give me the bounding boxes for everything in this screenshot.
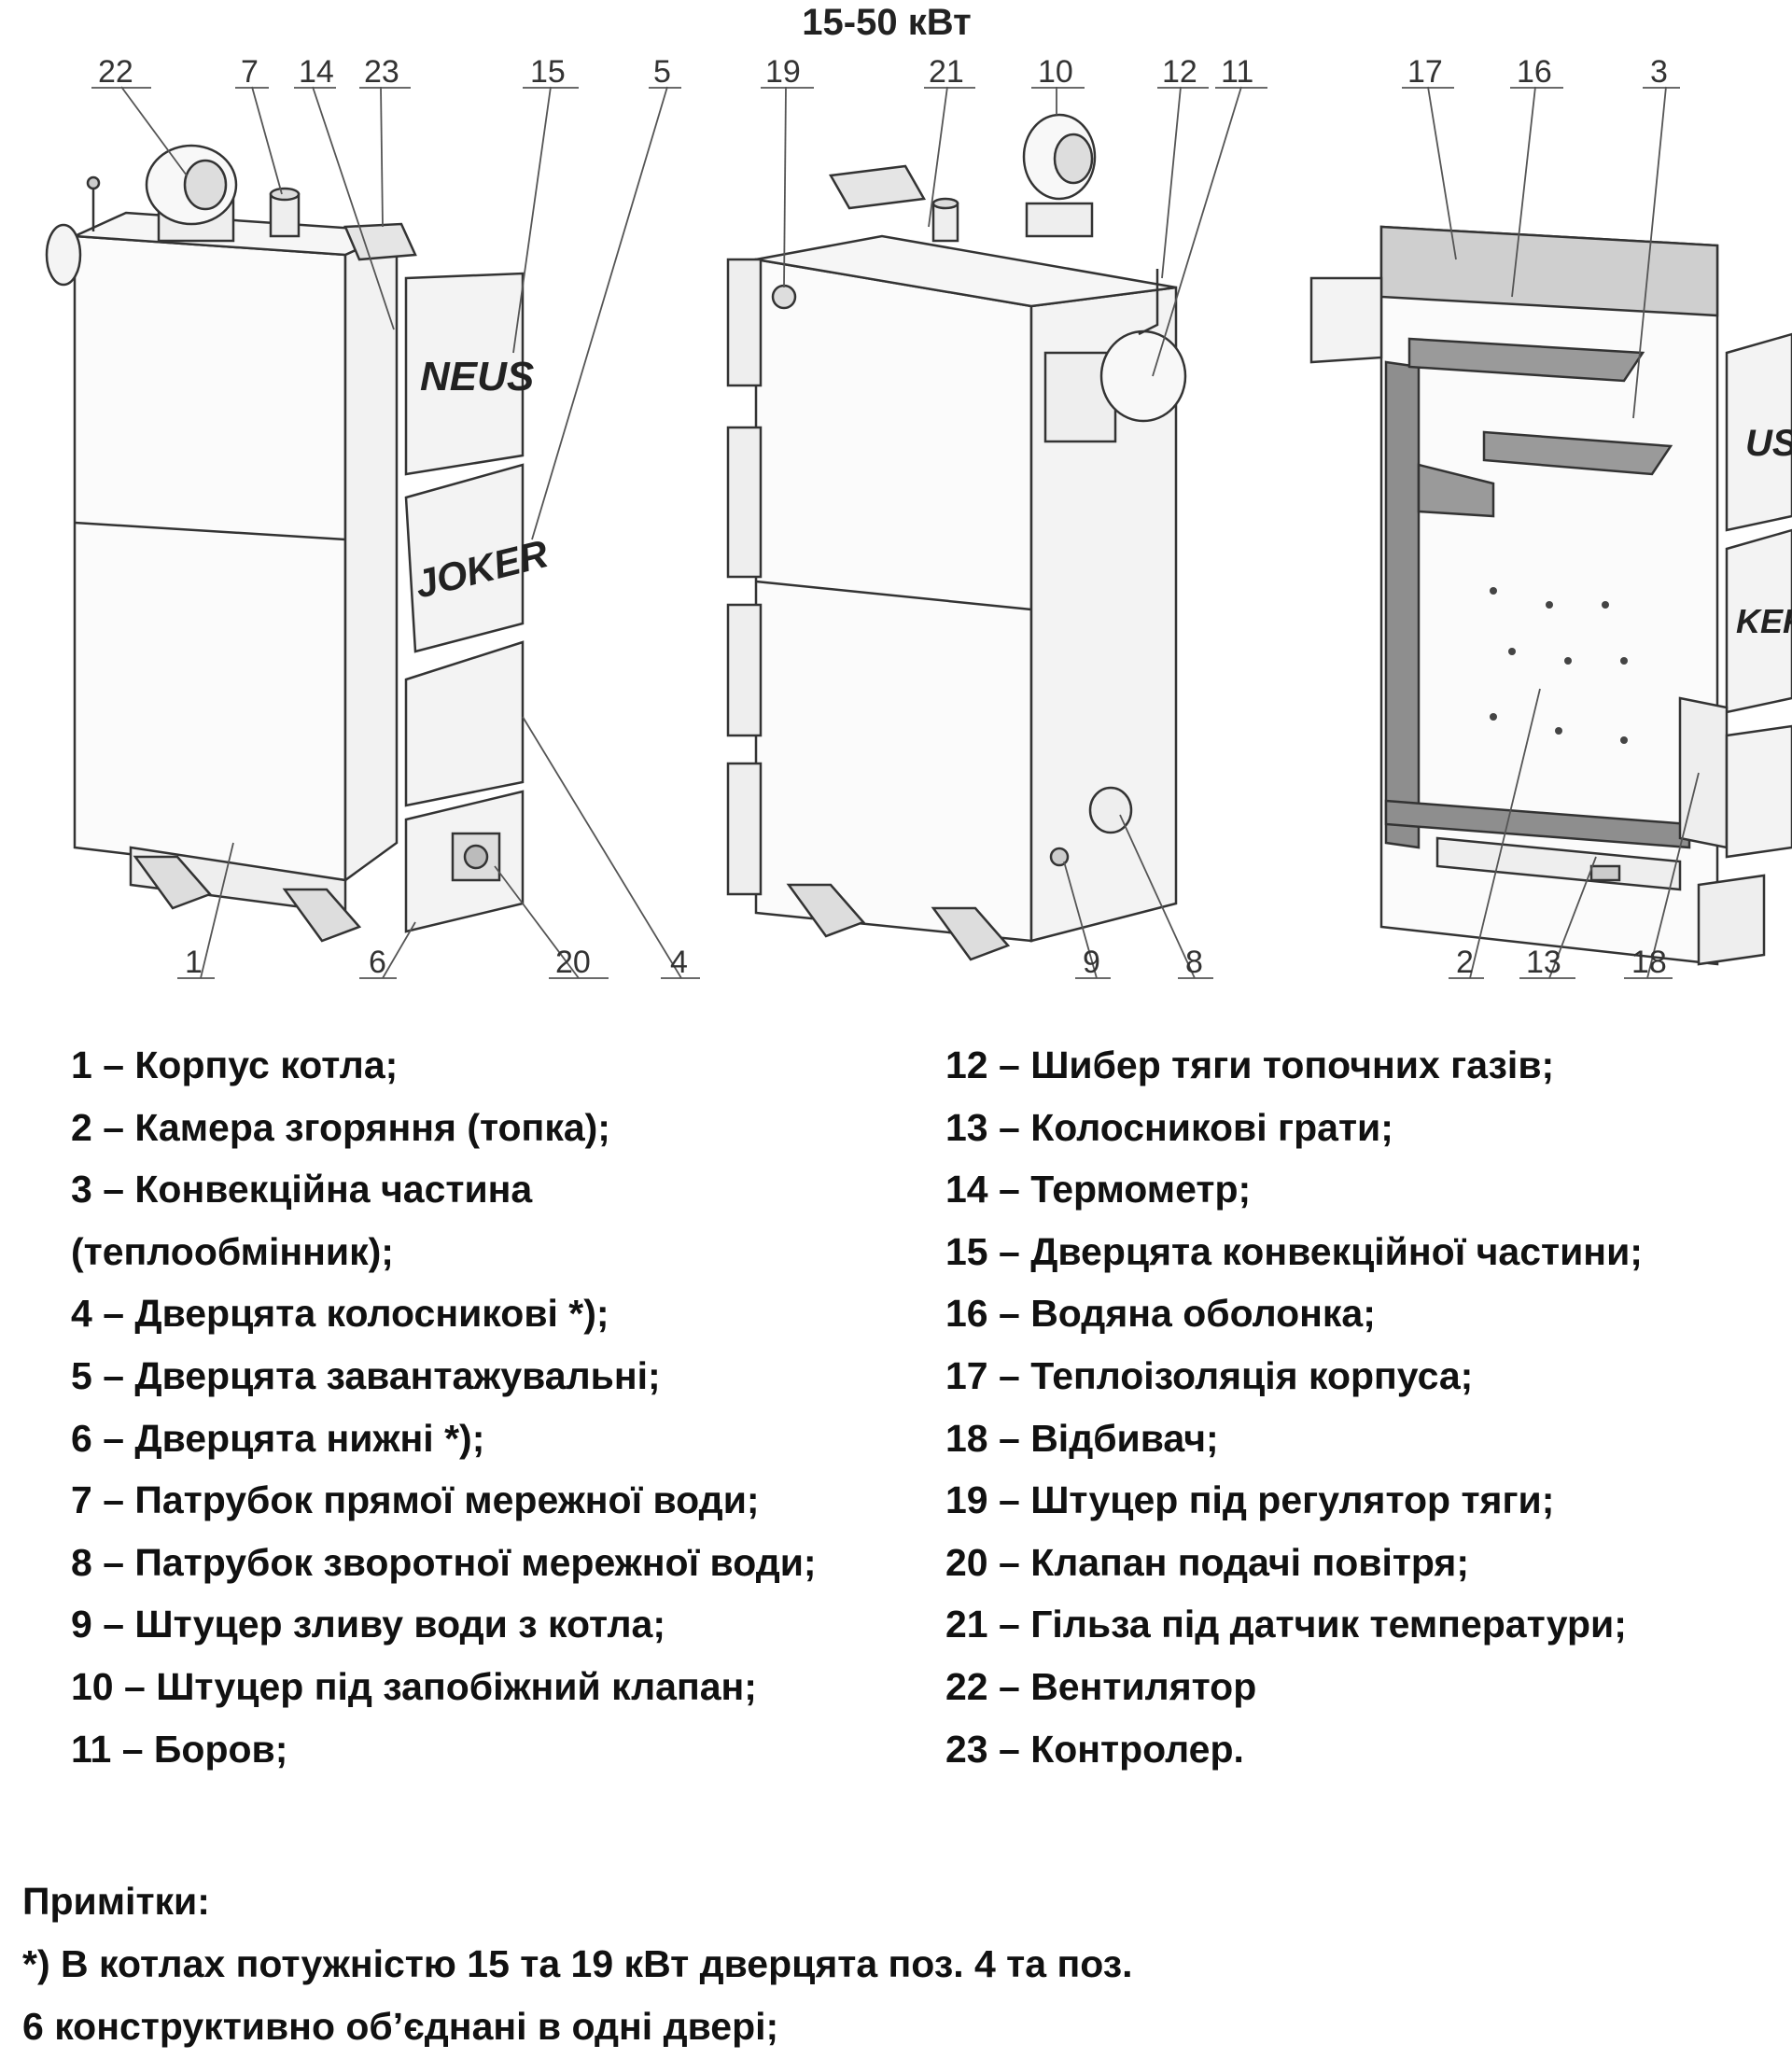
boiler-rear-view xyxy=(726,86,1242,979)
legend-item: 1 – Корпус котла; xyxy=(71,1044,399,1086)
convection-baffle xyxy=(1482,430,1673,476)
cutaway-door-middle xyxy=(1725,528,1792,714)
diagram-title: 15-50 кВт xyxy=(802,2,972,43)
reflector xyxy=(1678,696,1729,849)
legend-item: 14 – Термометр; xyxy=(945,1168,1252,1212)
water-jacket-left xyxy=(1384,360,1421,849)
convection-door xyxy=(404,272,525,476)
fan-unit xyxy=(145,144,238,243)
callout-8: 8 xyxy=(1185,945,1203,980)
legend-item: 9 – Штуцер зливу води з котла; xyxy=(71,1603,666,1646)
callout-18: 18 xyxy=(1631,945,1667,980)
insulation-top xyxy=(1379,225,1719,317)
legend-item: 2 – Камера згоряння (топка); xyxy=(71,1105,610,1149)
legend-item: 23 – Контролер. xyxy=(945,1727,1244,1771)
return-pipe xyxy=(1088,786,1133,834)
note-line: 6 конструктивно об’єднані в одні двері; xyxy=(22,2005,779,2048)
legend-item: 11 – Боров; xyxy=(71,1727,288,1771)
callout-6: 6 xyxy=(369,945,386,980)
legend-item: 4 – Дверцята колосникові *); xyxy=(71,1292,609,1336)
legend-item: 12 – Шибер тяги топочних газів; xyxy=(945,1044,1555,1086)
callout-19: 19 xyxy=(765,54,801,90)
callout-12: 12 xyxy=(1162,54,1197,90)
support-leg xyxy=(133,855,213,910)
legend-item: 20 – Клапан подачі повітря; xyxy=(945,1540,1470,1584)
callout-4: 4 xyxy=(670,945,688,980)
legend-item: 21 – Гільза під датчик температури; xyxy=(945,1603,1627,1646)
boiler-cutaway-view: US KER xyxy=(1309,86,1792,979)
legend-item: (теплообмінник); xyxy=(71,1229,394,1273)
draft-regulator-fitting xyxy=(771,284,797,310)
callout-23: 23 xyxy=(364,54,399,90)
ker-logo: KER xyxy=(1736,602,1792,640)
legend-right-column: 12 – Шибер тяги топочних газів; 13 – Кол… xyxy=(945,1034,1643,1780)
legend-item: 18 – Відбивач; xyxy=(945,1416,1219,1460)
neus-logo: NEUS xyxy=(420,354,534,399)
rear-body-left xyxy=(754,258,1033,943)
legend-item: 19 – Штуцер під регулятор тяги; xyxy=(945,1478,1555,1522)
callout-15: 15 xyxy=(530,54,566,90)
boiler-body-front xyxy=(73,234,347,882)
callout-20: 20 xyxy=(555,945,591,980)
legend-item: 6 – Дверцята нижні *); xyxy=(71,1416,485,1460)
boiler-body-side xyxy=(343,230,399,883)
controller-box xyxy=(343,222,417,261)
legend-item: 5 – Дверцята завантажувальні; xyxy=(71,1353,661,1397)
callout-17: 17 xyxy=(1407,54,1443,90)
callout-16: 16 xyxy=(1517,54,1552,90)
notes-heading: Примітки: xyxy=(22,1880,210,1923)
notes-section: Примітки: *) В котлах потужністю 15 та 1… xyxy=(22,1870,1132,2058)
flue-pipe xyxy=(1099,329,1187,423)
legend-item: 13 – Колосникові грати; xyxy=(945,1105,1393,1149)
legend-item: 8 – Патрубок зворотної мережної води; xyxy=(71,1540,817,1584)
legend-item: 3 – Конвекційна частина xyxy=(71,1168,533,1212)
support-leg xyxy=(931,906,1011,961)
support-leg xyxy=(282,888,362,943)
boiler-front-view: NEUS JOKER xyxy=(45,86,682,979)
water-jacket-bottom xyxy=(1384,799,1691,849)
callout-1: 1 xyxy=(185,945,203,980)
callout-2: 2 xyxy=(1456,945,1474,980)
convection-baffle xyxy=(1407,337,1645,383)
callout-9: 9 xyxy=(1083,945,1100,980)
callout-11: 11 xyxy=(1221,54,1253,90)
rear-body-top xyxy=(755,234,1177,308)
callout-21: 21 xyxy=(929,54,964,90)
callout-7: 7 xyxy=(241,54,259,90)
callout-5: 5 xyxy=(653,54,671,90)
drain-fitting xyxy=(1049,847,1070,867)
boiler-drawing: NEUS JOKER xyxy=(45,54,1792,980)
callout-14: 14 xyxy=(299,54,334,90)
legend-item: 7 – Патрубок прямої мережної води; xyxy=(71,1478,760,1522)
callout-13: 13 xyxy=(1526,945,1561,980)
us-logo: US xyxy=(1745,423,1792,464)
callout-22: 22 xyxy=(98,54,133,90)
callout-3: 3 xyxy=(1650,54,1668,90)
legend-item: 17 – Теплоізоляція корпуса; xyxy=(945,1353,1474,1397)
legend-item: 15 – Дверцята конвекційної частини; xyxy=(945,1229,1643,1273)
legend-left-column: 1 – Корпус котла; 2 – Камера згоряння (т… xyxy=(71,1034,817,1780)
legend-item: 16 – Водяна оболонка; xyxy=(945,1292,1376,1336)
grate-door xyxy=(404,640,525,807)
safety-valve-fitting xyxy=(1022,113,1097,238)
callout-10: 10 xyxy=(1038,54,1073,90)
loading-door xyxy=(404,463,525,653)
cutaway-door-upper xyxy=(1725,332,1792,532)
support-leg xyxy=(786,883,866,938)
legend-item: 10 – Штуцер під запобіжний клапан; xyxy=(71,1664,757,1708)
note-line: *) В котлах потужністю 15 та 19 кВт двер… xyxy=(22,1942,1133,1985)
legend-item: 22 – Вентилятор xyxy=(945,1664,1257,1708)
